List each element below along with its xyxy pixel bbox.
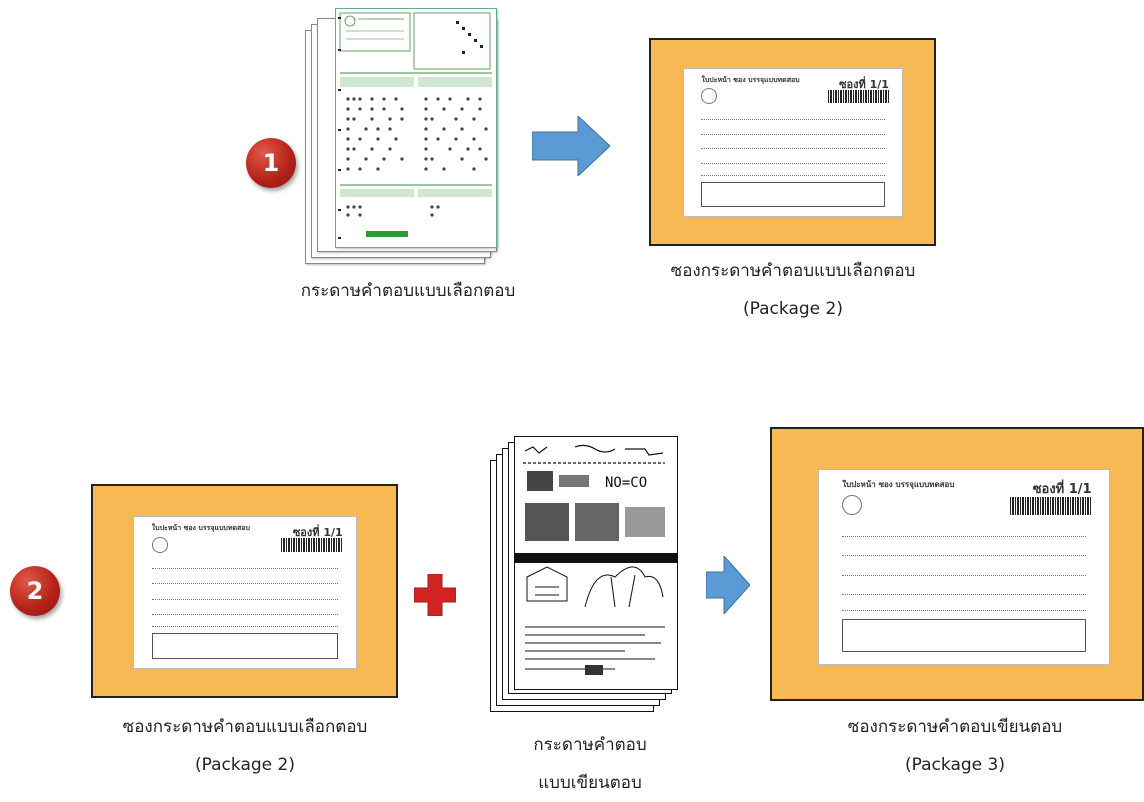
answer-sheet-graphic xyxy=(338,12,492,239)
package-2-envelope-step-2: ใบปะหน้า ซอง บรรจุแบบทดสอบ ซองที่ 1/1 xyxy=(91,484,398,698)
step-2-number: 2 xyxy=(26,577,44,605)
step-1-output-caption-line1: ซองกระดาษคำตอบแบบเลือกตอบ xyxy=(670,261,916,281)
right-arrow-icon xyxy=(706,556,750,614)
seal-icon xyxy=(701,88,718,105)
step-2-output-caption: ซองกระดาษคำตอบเขียนตอบ (Package 3) xyxy=(790,708,1120,784)
answer-sheet-front xyxy=(335,8,497,248)
envelope-number: 1/1 xyxy=(869,77,889,91)
barcode xyxy=(827,89,889,103)
package-3-envelope: ใบปะหน้า ซอง บรรจุแบบทดสอบ ซองที่ 1/1 xyxy=(770,427,1144,701)
seal-icon xyxy=(842,495,863,516)
step-2-output-caption-line2: (Package 3) xyxy=(905,755,1005,775)
envelope-number: 1/1 xyxy=(323,526,343,540)
right-arrow-icon xyxy=(532,116,611,176)
step-1-input-caption: กระดาษคำตอบแบบเลือกตอบ xyxy=(268,272,548,310)
step-1-number: 1 xyxy=(262,149,280,177)
step-1-output-caption: ซองกระดาษคำตอบแบบเลือกตอบ (Package 2) xyxy=(630,252,956,328)
step-2-badge: 2 xyxy=(10,566,60,616)
step-2-envelope-caption-line1: ซองกระดาษคำตอบแบบเลือกตอบ xyxy=(122,717,368,737)
plus-icon xyxy=(414,574,456,616)
step-2-output-caption-line1: ซองกระดาษคำตอบเขียนตอบ xyxy=(847,717,1063,737)
envelope-label-package-3: ใบปะหน้า ซอง บรรจุแบบทดสอบ ซองที่ 1/1 xyxy=(818,469,1110,665)
step-1-input-caption-text: กระดาษคำตอบแบบเลือกตอบ xyxy=(300,281,516,301)
seal-icon xyxy=(151,536,168,553)
envelope-note-box xyxy=(701,182,885,208)
written-sheet-front: NO=CO xyxy=(514,436,678,690)
multiple-choice-answer-sheets xyxy=(305,8,505,264)
envelope-label-step-2: ใบปะหน้า ซอง บรรจุแบบทดสอบ ซองที่ 1/1 xyxy=(133,516,357,669)
step-1-badge: 1 xyxy=(246,138,296,188)
envelope-label: ใบปะหน้า ซอง บรรจุแบบทดสอบ ซองที่ 1/1 xyxy=(683,68,903,217)
written-answer-sheets: NO=CO xyxy=(490,430,690,720)
step-2-envelope-caption-line2: (Package 2) xyxy=(195,755,295,775)
svg-text:NO=CO: NO=CO xyxy=(605,475,647,491)
written-sheets-caption-line1: กระดาษคำตอบ xyxy=(533,735,647,755)
envelope-note-box xyxy=(151,633,339,659)
envelope-note-box xyxy=(842,619,1086,653)
barcode xyxy=(280,538,343,552)
step-2-envelope-caption: ซองกระดาษคำตอบแบบเลือกตอบ (Package 2) xyxy=(80,708,410,784)
written-sheets-caption-line2: แบบเขียนตอบ xyxy=(538,773,642,793)
written-sheets-caption: กระดาษคำตอบ แบบเขียนตอบ xyxy=(470,726,710,802)
envelope-number: 1/1 xyxy=(1068,481,1092,497)
package-2-envelope: ใบปะหน้า ซอง บรรจุแบบทดสอบ ซองที่ 1/1 xyxy=(649,38,936,246)
barcode xyxy=(1010,497,1092,515)
step-1-output-caption-line2: (Package 2) xyxy=(743,299,843,319)
written-sheet-graphic: NO=CO xyxy=(515,444,677,675)
